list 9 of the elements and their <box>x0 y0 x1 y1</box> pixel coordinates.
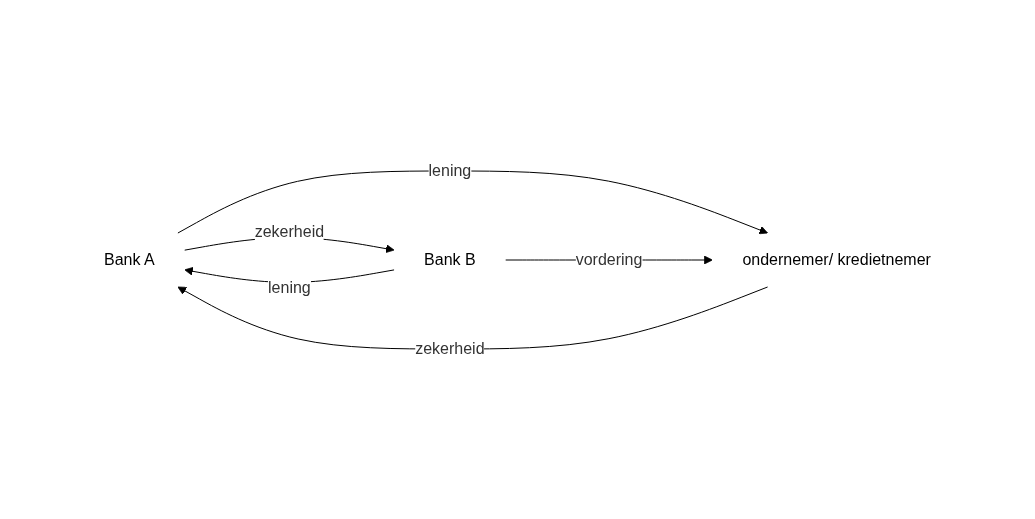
edge-label: zekerheid <box>415 339 485 357</box>
edge-label: vordering <box>575 250 643 268</box>
edge-label: lening <box>268 279 311 296</box>
node-text: Bank B <box>424 250 476 268</box>
edge-label: zekerheid <box>254 222 325 239</box>
edge-label: lening <box>428 161 472 179</box>
node-text: ondernemer/ kredietnemer <box>742 250 931 268</box>
arrow <box>177 170 768 234</box>
node-text: Bank A <box>104 250 155 268</box>
